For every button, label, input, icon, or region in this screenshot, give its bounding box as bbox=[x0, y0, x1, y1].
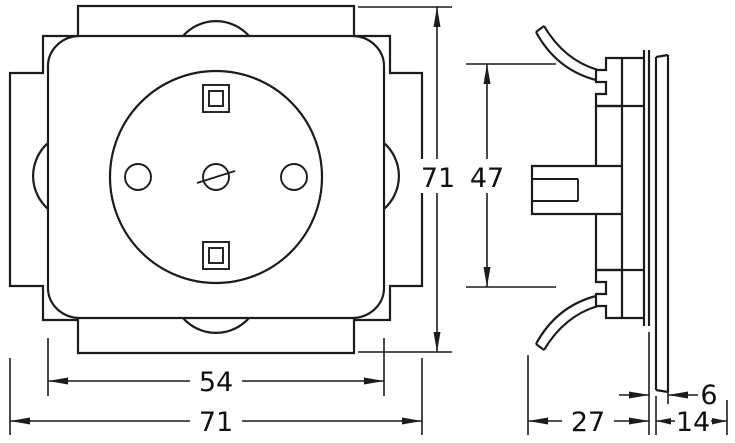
cover-plate-outline bbox=[46, 34, 386, 320]
socket-recess-circle bbox=[108, 69, 324, 285]
dimension-flange-thickness: 6 bbox=[619, 380, 718, 411]
dimension-claw-span: 47 bbox=[465, 63, 556, 288]
side-view bbox=[530, 25, 670, 394]
cover-tab-bottom bbox=[182, 317, 250, 334]
support-ring-side bbox=[642, 50, 651, 326]
screw-slot-icon bbox=[196, 170, 236, 184]
cover-tab-left bbox=[32, 142, 49, 210]
claw-bottom bbox=[535, 294, 599, 351]
dimension-front-height: 71 bbox=[358, 6, 456, 353]
dim-front-height-label: 71 bbox=[421, 163, 455, 194]
dim-flange-label: 6 bbox=[700, 380, 717, 411]
dim-plate-width-label: 54 bbox=[199, 367, 233, 398]
earth-contact-bottom bbox=[202, 241, 230, 270]
center-screw bbox=[202, 163, 230, 191]
pin-hole-left bbox=[124, 163, 152, 191]
insert-body bbox=[594, 58, 624, 318]
claw-top bbox=[535, 25, 599, 82]
front-view bbox=[8, 4, 424, 355]
earth-tongue bbox=[530, 164, 596, 216]
pin-hole-right bbox=[280, 163, 308, 191]
dim-front-width-label: 71 bbox=[199, 407, 233, 438]
dimension-depth: 27 bbox=[527, 332, 650, 438]
dim-claw-span-label: 47 bbox=[470, 163, 504, 194]
support-frame-outline bbox=[8, 4, 424, 355]
dimension-total-depth: 14 bbox=[655, 396, 728, 438]
dimension-front-width: 71 bbox=[9, 358, 423, 438]
clamp-block-bottom bbox=[594, 268, 644, 320]
cover-tab-right bbox=[383, 142, 400, 210]
clamp-block-top bbox=[594, 56, 644, 108]
dim-depth-label: 27 bbox=[571, 407, 605, 438]
cover-plate-side bbox=[654, 53, 670, 394]
earth-contact-top bbox=[202, 84, 230, 113]
cover-tab-top bbox=[182, 20, 250, 37]
dim-total-depth-label: 14 bbox=[676, 407, 710, 438]
dimension-plate-width: 54 bbox=[47, 338, 385, 398]
